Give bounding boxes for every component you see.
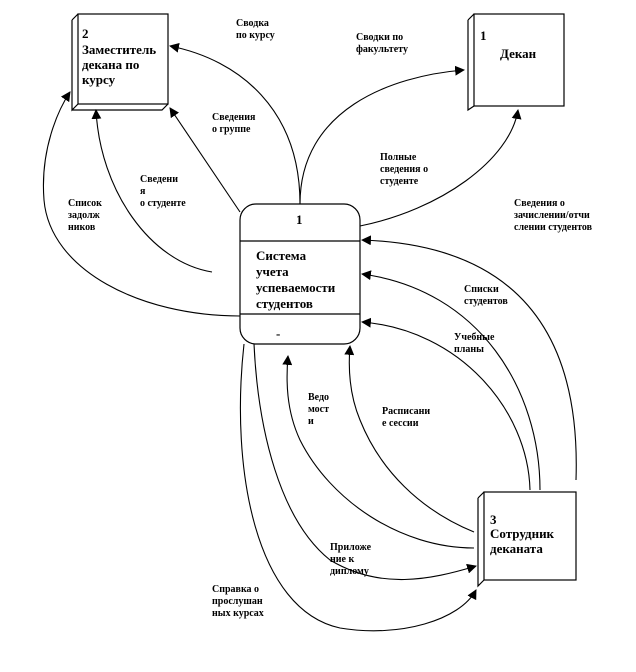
flow-label-student-lists: Списки студентов <box>464 284 508 307</box>
entity-staff-name: Сотрудник деканата <box>490 526 555 556</box>
flow-session-schedule-arrow <box>344 345 475 533</box>
entity-deputy-dean-box <box>71 13 169 112</box>
flow-full-student-info-arrow <box>359 109 522 227</box>
flow-group-info-arrow <box>169 107 241 213</box>
flow-label-enrollment-info: Сведения о зачислении/отчи слении студен… <box>514 198 593 233</box>
entity-dean-name: Декан <box>500 46 537 61</box>
entity-deputy-name: Заместитель декана по курсу <box>82 42 157 87</box>
flow-statements-arrow <box>282 355 475 549</box>
flow-label-debtors-list: Список задолж ников <box>68 198 102 233</box>
flow-faculty-summary-arrow <box>299 65 465 205</box>
flow-label-curricula: Учебные планы <box>454 332 495 355</box>
flow-debtors-list-arrow <box>42 91 241 317</box>
flow-student-lists-arrow <box>361 270 541 491</box>
flow-label-courses-certificate: Справка о прослушан ных курсах <box>212 584 264 619</box>
flow-student-info-deputy-arrow <box>91 109 213 273</box>
flow-diploma-supplement-arrow <box>253 343 477 581</box>
flow-label-statements: Ведо мост и <box>308 392 330 427</box>
process-footer: - <box>276 326 281 341</box>
flow-label-student-info-deputy: Сведени я о студенте <box>140 174 186 209</box>
process-number: 1 <box>296 212 303 227</box>
process-title: Система учета успеваемости студентов <box>256 248 336 311</box>
flow-label-faculty-summary: Сводки по факультету <box>356 32 408 55</box>
flow-curricula-arrow <box>361 317 531 491</box>
flow-label-full-student-info: Полные сведения о студенте <box>380 152 429 187</box>
entity-deputy-number: 2 <box>82 26 89 41</box>
entity-staff-number: 3 <box>490 512 497 527</box>
entity-staff-box <box>477 491 577 588</box>
flow-label-session-schedule: Расписани е сессии <box>382 406 431 429</box>
flow-courses-certificate-arrow <box>239 343 477 632</box>
flow-label-course-summary: Сводка по курсу <box>236 18 275 41</box>
entity-dean-number: 1 <box>480 28 487 43</box>
flow-course-summary-arrow <box>169 42 301 205</box>
flow-label-group-info: Сведения о группе <box>212 112 256 135</box>
entity-dean-box <box>467 13 565 112</box>
flow-enrollment-info-arrow <box>361 235 577 481</box>
flow-label-diploma-supplement: Приложе ние к диплому <box>330 542 372 577</box>
